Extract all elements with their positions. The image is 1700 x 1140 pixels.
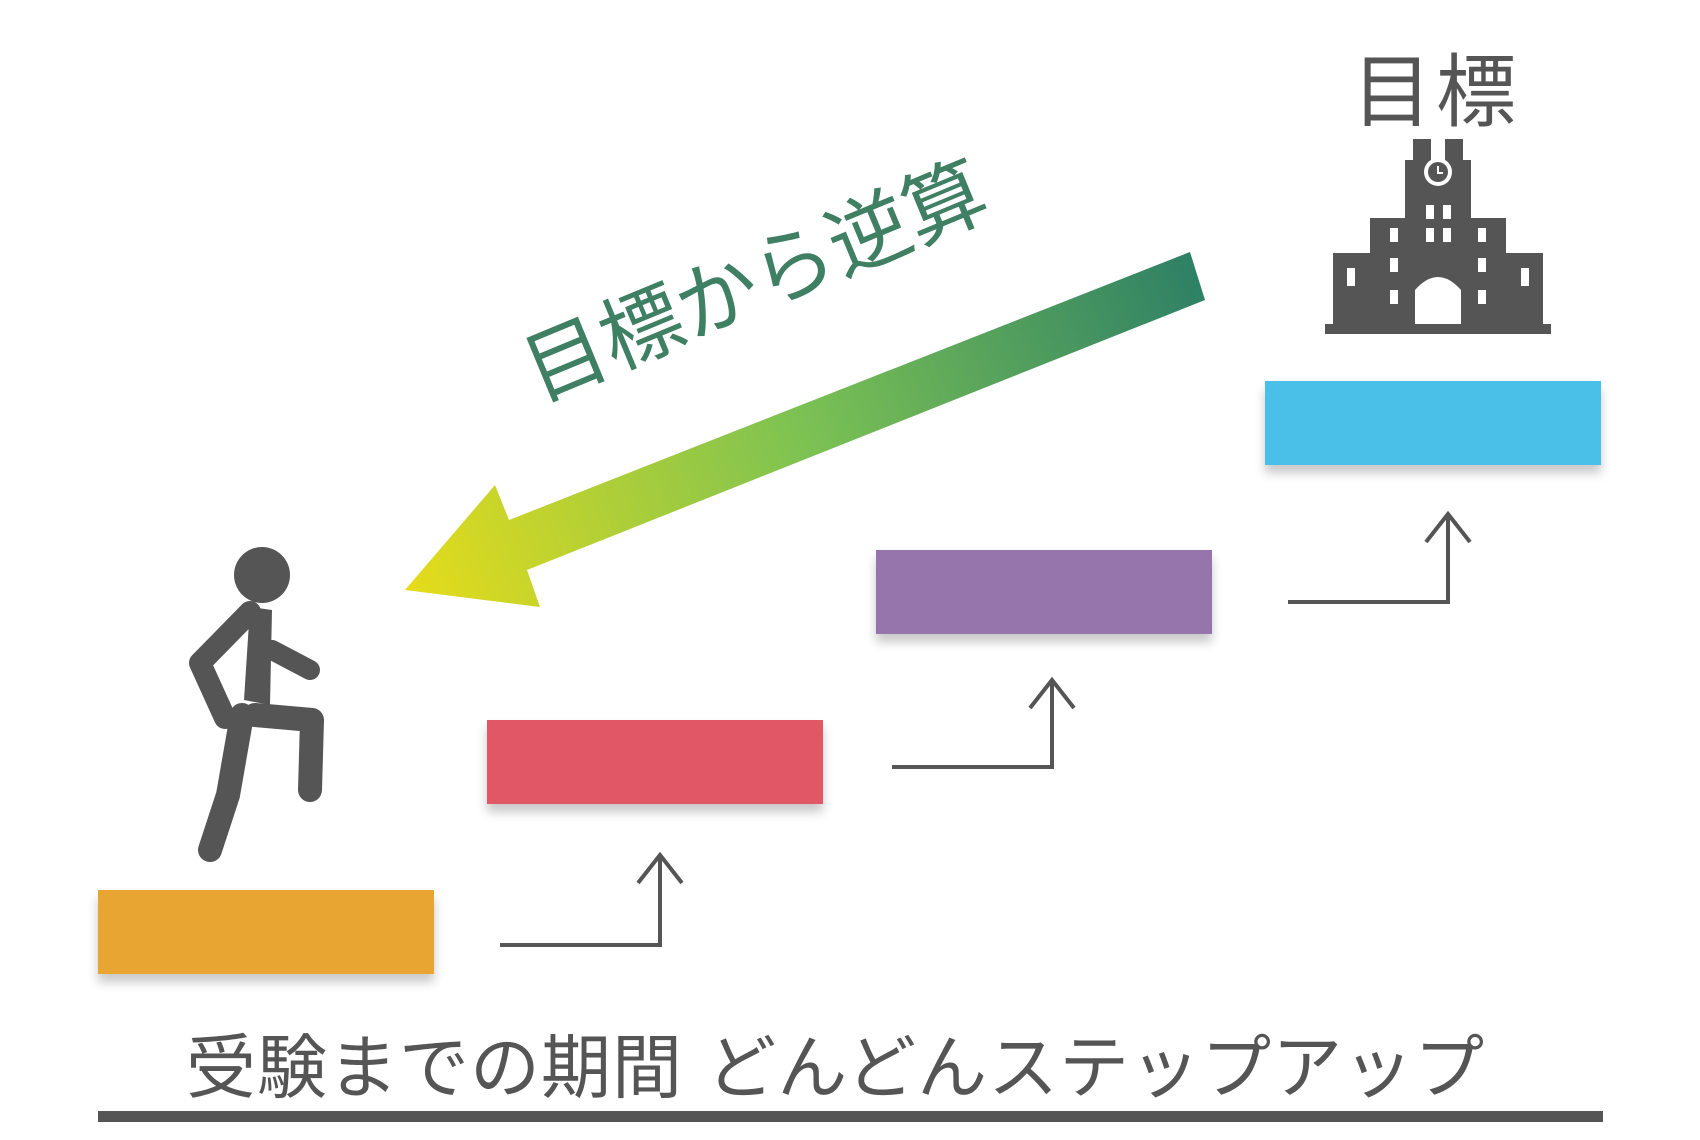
bottom-caption: 受験までの期間 どんどんステップアップ bbox=[186, 1027, 1486, 1109]
step-block-4 bbox=[1265, 381, 1601, 465]
goal-label: 目標 bbox=[1352, 46, 1520, 139]
step-block-2 bbox=[487, 720, 823, 804]
step-up-arrow-icon bbox=[1288, 510, 1472, 604]
walking-person-icon bbox=[189, 547, 324, 862]
step-block-1 bbox=[98, 890, 434, 974]
baseline-divider bbox=[98, 1111, 1603, 1122]
gradient-arrow-icon bbox=[405, 252, 1205, 607]
step-up-arrow-icon bbox=[500, 851, 684, 947]
step-up-arrow-icon bbox=[892, 676, 1076, 769]
university-building-icon bbox=[1325, 139, 1551, 334]
step-block-3 bbox=[876, 550, 1212, 634]
